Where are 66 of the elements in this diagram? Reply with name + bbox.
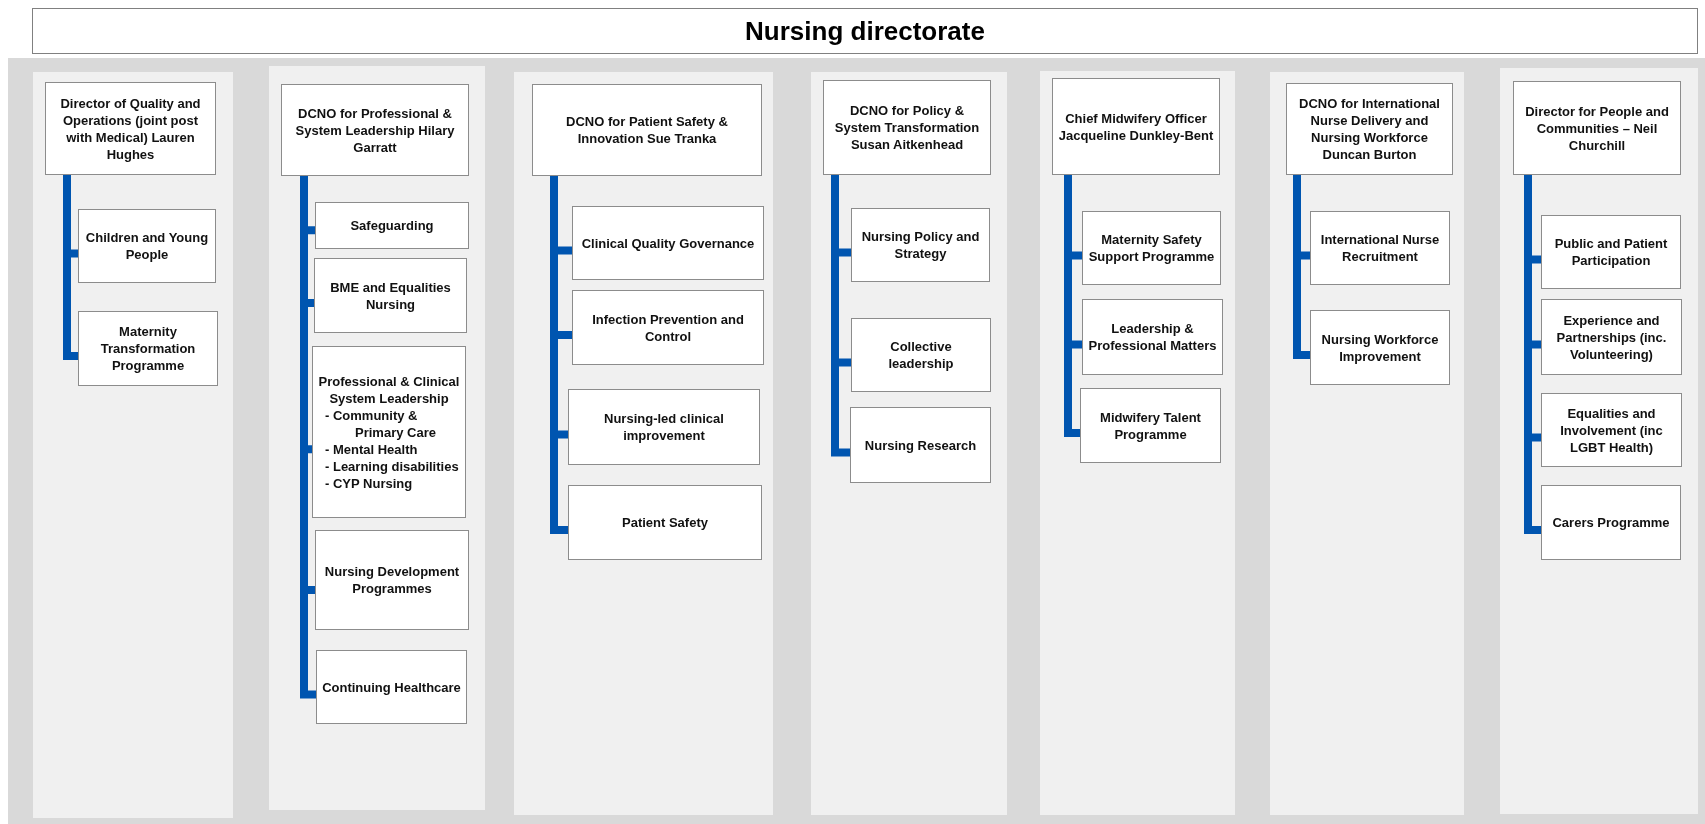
- role-box: [1052, 78, 1220, 175]
- box-text: International Nurse Recruitment: [1319, 231, 1441, 265]
- box-text: DCNO for Professional & System Leadership Hilary Garratt: [294, 104, 456, 156]
- connector-line: [300, 176, 316, 699]
- role-box: [823, 80, 991, 175]
- title-banner: Nursing directorate: [32, 8, 1698, 54]
- team-box: [1310, 211, 1450, 285]
- box-text: Carers Programme: [1551, 514, 1671, 531]
- team-box: [1080, 388, 1221, 463]
- team-box: [1541, 485, 1681, 560]
- team-box: [568, 389, 760, 465]
- box-text: Chief Midwifery Officer Jacqueline Dunkley-Bent: [1057, 109, 1215, 144]
- box-text: Director for People and Communities – Neil Churchill: [1524, 102, 1670, 154]
- role-box: [45, 82, 216, 175]
- box-text: Public and Patient Participation: [1553, 235, 1669, 269]
- team-box: [572, 206, 764, 280]
- team-box: [1541, 393, 1682, 467]
- team-box: [850, 407, 991, 483]
- list-item: - CYP Nursing: [324, 474, 414, 492]
- team-box: [851, 318, 991, 392]
- team-box: [851, 208, 990, 282]
- team-box: [315, 202, 469, 249]
- box-text: Collective leadership: [887, 338, 955, 372]
- box-text: Maternity Safety Support Programme: [1087, 231, 1216, 265]
- box-text: DCNO for Patient Safety & Innovation Sue Tranka: [565, 113, 729, 147]
- team-box: [1541, 215, 1681, 289]
- role-box: [1513, 81, 1681, 175]
- list-item: - Learning disabilities: [324, 457, 460, 475]
- team-box: [312, 346, 466, 518]
- box-text: Patient Safety: [621, 514, 709, 531]
- team-box: [568, 485, 762, 560]
- team-box: [1082, 299, 1223, 375]
- box-text: Continuing Healthcare: [321, 678, 462, 696]
- list-item: - Mental Health: [324, 440, 419, 458]
- box-text: BME and Equalities Nursing: [329, 278, 452, 313]
- role-box: [281, 84, 469, 176]
- team-box: [78, 311, 218, 386]
- list-item: - Community & Primary Care: [324, 406, 437, 441]
- box-text: Nursing Workforce Improvement: [1320, 330, 1440, 365]
- box-text: DCNO for Policy & System Transformation Susan Aitkenhead: [833, 102, 981, 153]
- box-text: Experience and Partnerships (inc. Volunteering): [1555, 311, 1668, 363]
- box-text: Infection Prevention and Control: [591, 310, 745, 345]
- box-text: Safeguarding: [349, 217, 435, 234]
- box-text: Clinical Quality Governance: [580, 234, 756, 252]
- box-text: Director of Quality and Operations (joint post with Medical) Lauren Hughes: [59, 94, 202, 163]
- team-box: [316, 650, 467, 724]
- team-box: [78, 209, 216, 283]
- box-text: Nursing Development Programmes: [323, 563, 461, 597]
- box-text: Nursing-led clinical improvement: [603, 410, 725, 444]
- box-text: DCNO for International Nurse Delivery and Nursing Workforce Duncan Burton: [1298, 95, 1441, 163]
- box-text: Midwifery Talent Programme: [1099, 408, 1202, 443]
- team-box: [572, 290, 764, 365]
- box-text: Professional & Clinical System Leadership: [317, 372, 461, 407]
- team-box: [315, 530, 469, 630]
- box-text: Leadership & Professional Matters: [1087, 320, 1218, 354]
- role-box: [532, 84, 762, 176]
- team-box: [1541, 299, 1682, 375]
- box-text: Maternity Transformation Programme: [99, 323, 197, 374]
- team-box: [314, 258, 467, 333]
- box-text: Nursing Research: [863, 436, 978, 454]
- box-text: Children and Young People: [84, 229, 210, 263]
- role-box: [1286, 83, 1453, 175]
- team-box: [1082, 211, 1221, 285]
- box-text: Nursing Policy and Strategy: [860, 228, 981, 262]
- team-box: [1310, 310, 1450, 385]
- box-text: Equalities and Involvement (inc LGBT Health): [1559, 404, 1664, 456]
